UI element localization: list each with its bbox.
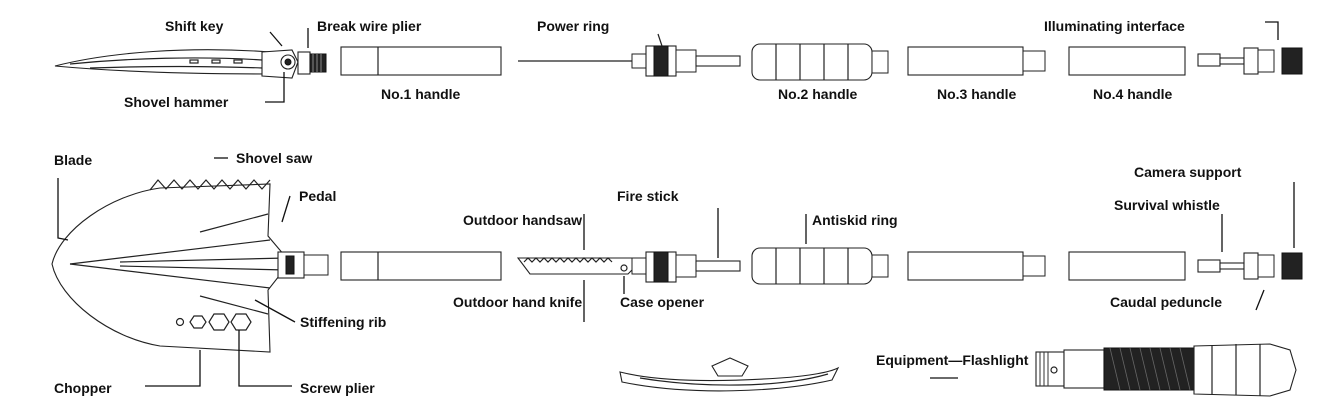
screw-plier-leader	[238, 330, 292, 387]
power-ring-part	[518, 33, 741, 77]
mid-handle-1-part	[340, 251, 502, 281]
shovel-blade-part	[51, 179, 329, 353]
label-illuminating-interface: Illuminating interface	[1044, 18, 1185, 34]
shovel-top-view-part	[619, 357, 840, 392]
label-survival-whistle: Survival whistle	[1114, 197, 1220, 213]
antiskid-handle-part	[751, 247, 889, 285]
label-chopper: Chopper	[54, 380, 112, 396]
label-camera-support: Camera support	[1134, 164, 1242, 180]
blade-leader	[57, 178, 69, 241]
no4-handle-part	[1068, 46, 1186, 76]
caudal-peduncle-leader	[1255, 289, 1265, 311]
mid-handle-3-part	[907, 251, 1024, 281]
label-caudal-peduncle: Caudal peduncle	[1110, 294, 1223, 310]
label-break-wire-plier: Break wire plier	[317, 18, 422, 34]
label-power-ring: Power ring	[537, 18, 610, 34]
folded-shovel-head	[54, 49, 327, 79]
whistle-assembly-part	[1197, 252, 1303, 280]
label-no4-handle: No.4 handle	[1093, 86, 1173, 102]
label-shovel-hammer: Shovel hammer	[124, 94, 229, 110]
handsaw-knife-part	[516, 251, 741, 283]
pedal-leader	[281, 195, 291, 223]
stiffening-rib-leader	[254, 299, 296, 323]
label-pedal: Pedal	[299, 188, 337, 204]
label-screw-plier: Screw plier	[300, 380, 375, 396]
label-shift-key: Shift key	[165, 18, 224, 34]
label-case-opener: Case opener	[620, 294, 705, 310]
mid-handle-4-part	[1068, 251, 1186, 281]
label-no3-handle: No.3 handle	[937, 86, 1017, 102]
label-outdoor-handsaw: Outdoor handsaw	[463, 212, 582, 228]
label-no1-handle: No.1 handle	[381, 86, 461, 102]
label-antiskid-ring: Antiskid ring	[812, 212, 898, 228]
label-shovel-saw: Shovel saw	[236, 150, 313, 166]
flashlight-part	[1035, 343, 1297, 397]
label-stiffening-rib: Stiffening rib	[300, 314, 387, 330]
shovel-hammer-leader	[265, 72, 285, 103]
label-no2-handle: No.2 handle	[778, 86, 858, 102]
no2-handle-part	[751, 43, 889, 81]
label-equipment-flashlight: Equipment—Flashlight	[876, 352, 1029, 368]
label-blade: Blade	[54, 152, 93, 168]
chopper-leader	[145, 350, 201, 387]
shift-key-leader	[269, 31, 283, 47]
no3-handle-part	[907, 46, 1024, 76]
label-fire-stick: Fire stick	[617, 188, 679, 204]
illuminating-interface-part	[1197, 21, 1303, 75]
label-outdoor-hand-knife: Outdoor hand knife	[453, 294, 583, 310]
no1-handle-part	[340, 46, 502, 76]
